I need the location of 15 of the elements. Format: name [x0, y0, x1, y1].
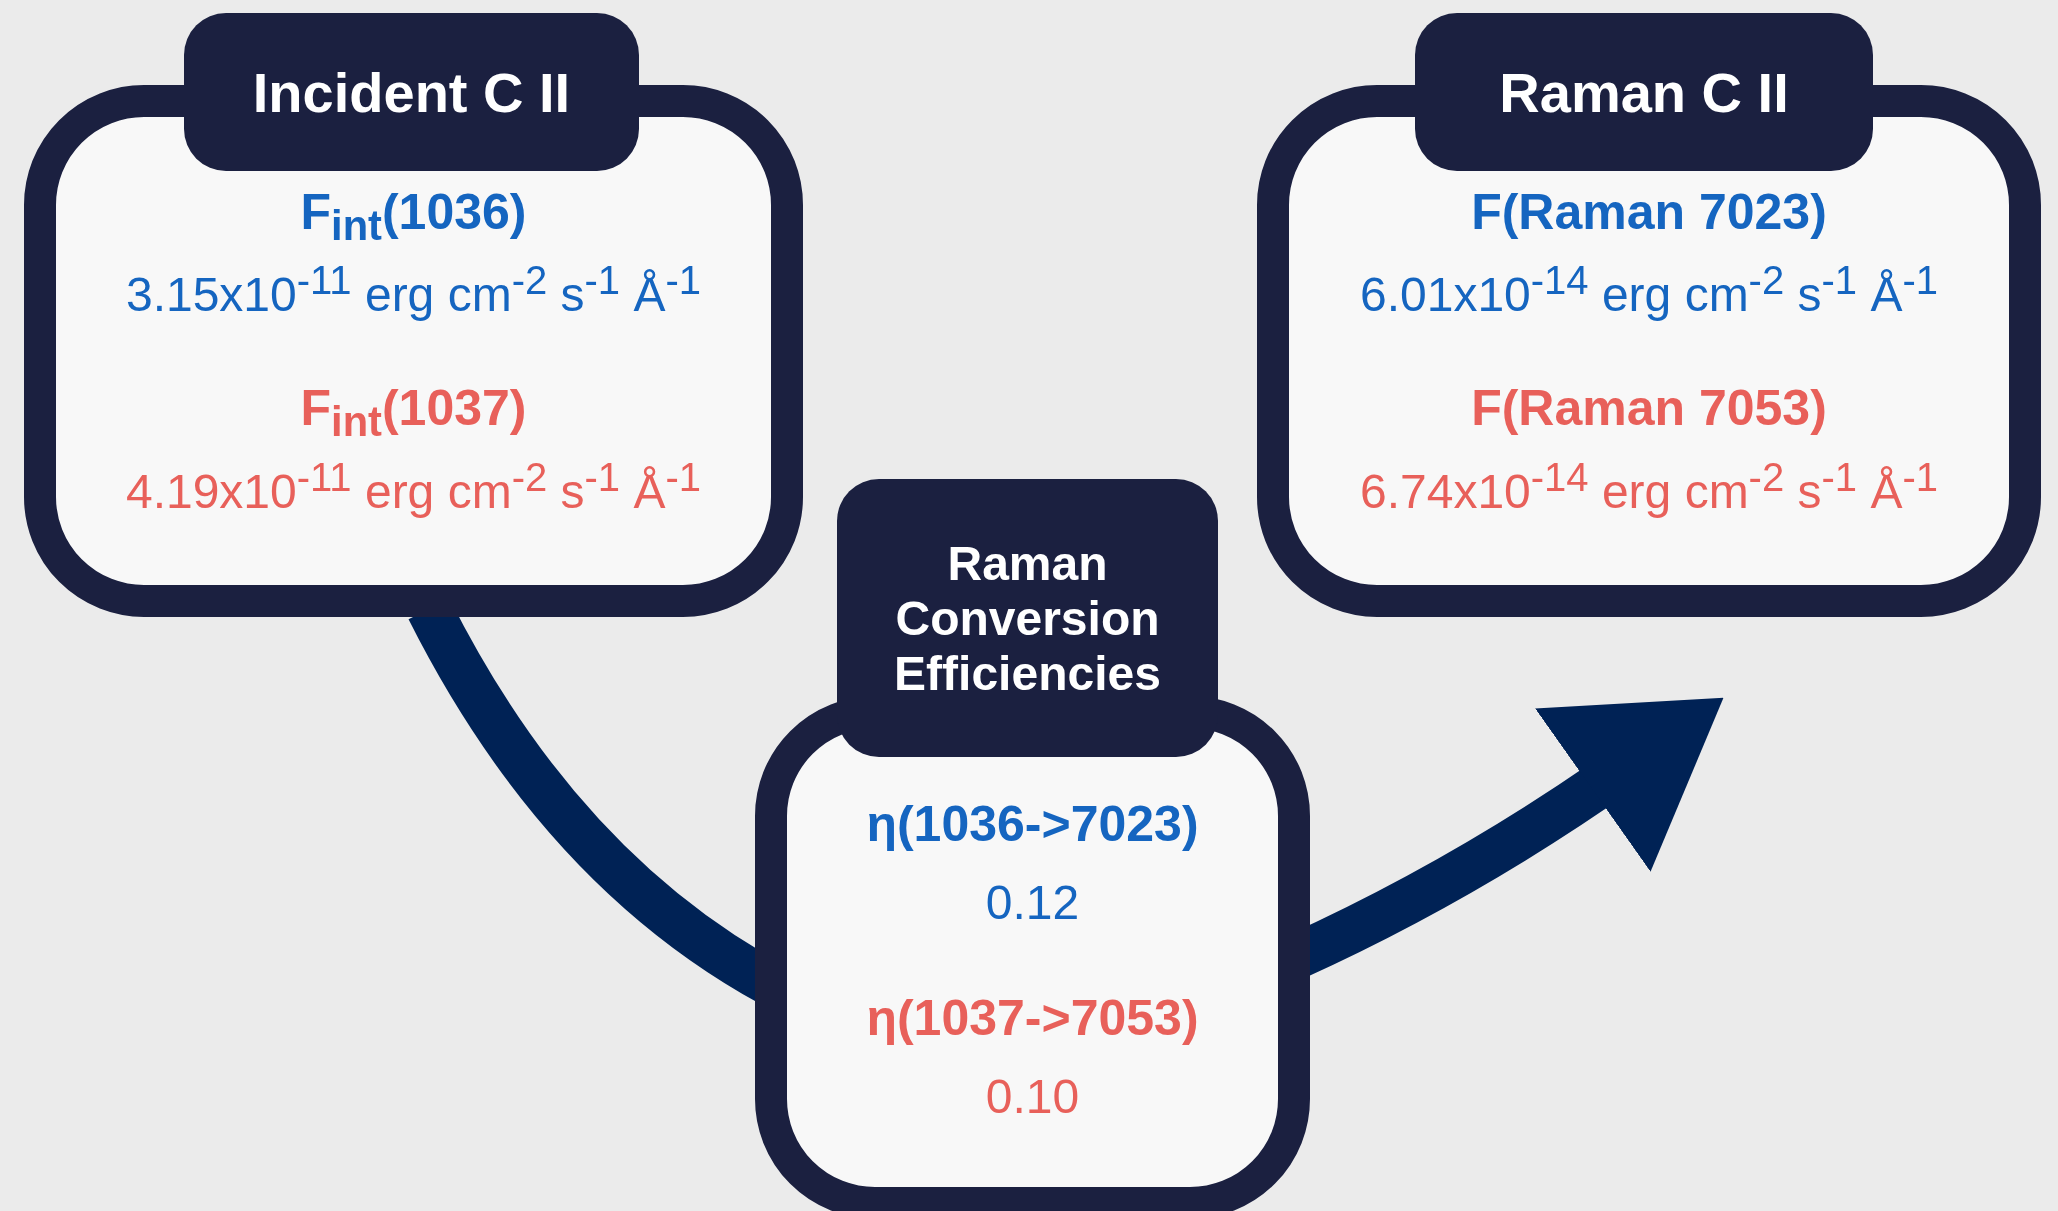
- value-text: 4.19x10$^{-11}$ erg cm$^{-2}$ s$^{-1}$ Å$^{-1}$: [124, 455, 703, 519]
- quantity-label: F(Raman 7023): [1470, 185, 1828, 240]
- quantity-label: η(1036->7023): [865, 797, 1200, 852]
- heading-label: Incident C II: [184, 13, 639, 171]
- value-text: 6.74x10$^{-14}$ erg cm$^{-2}$ s$^{-1}$ Å$^{-1}$: [1358, 455, 1940, 519]
- value-text: 3.15x10$^{-11}$ erg cm$^{-2}$ s$^{-1}$ Å$^{-1}$: [124, 258, 703, 322]
- quantity-label: η(1037->7053): [865, 991, 1200, 1046]
- quantity-label: F$_{int}$(1037): [299, 381, 528, 445]
- value-text: 6.01x10$^{-14}$ erg cm$^{-2}$ s$^{-1}$ Å$^{-1}$: [1358, 258, 1940, 322]
- value-text: 0.12: [984, 877, 1081, 930]
- value-text: 0.10: [984, 1071, 1081, 1124]
- quantity-label: F(Raman 7053): [1470, 381, 1828, 436]
- heading-label: Raman Conversion Efficiencies: [837, 479, 1218, 757]
- quantity-label: F$_{int}$(1036): [299, 185, 528, 249]
- heading-label: Raman C II: [1415, 13, 1873, 171]
